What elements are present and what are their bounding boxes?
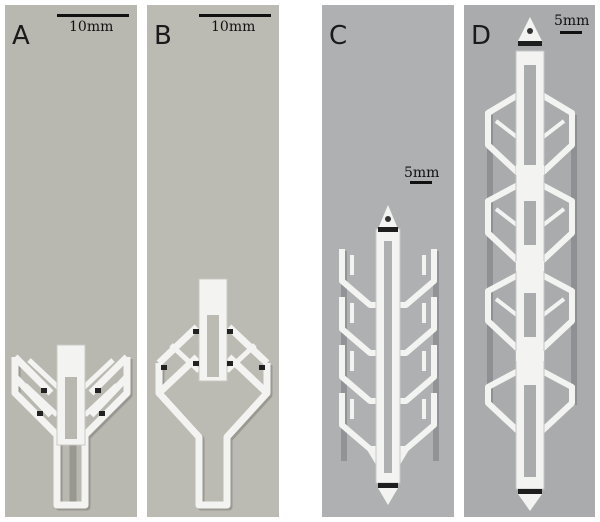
panel-c-device-graphic [339,205,439,505]
panel-c: C 5mm [322,5,454,517]
panel-b: B 10mm [147,5,279,517]
panel-b-scale-text: 10mm [211,19,256,35]
panel-d: D 5mm [464,5,595,517]
panel-d-label: D [471,21,492,51]
panel-b-scale-bar [199,14,271,17]
panel-a-scale-text: 10mm [69,19,114,35]
panel-c-label: C [329,21,348,51]
panel-d-scale-bar [560,31,582,34]
panel-b-label: B [154,21,172,51]
panel-a: A 10mm [5,5,137,517]
panel-c-scale-bar [410,181,432,184]
panel-d-device-graphic [485,17,577,511]
panel-a-scale-bar [57,14,129,17]
panel-a-device-graphic [11,344,133,511]
panel-c-scale-text: 5mm [404,165,440,181]
panel-d-scale-text: 5mm [554,13,590,29]
panel-a-label: A [12,21,30,51]
panel-b-device-graphic [155,278,273,511]
